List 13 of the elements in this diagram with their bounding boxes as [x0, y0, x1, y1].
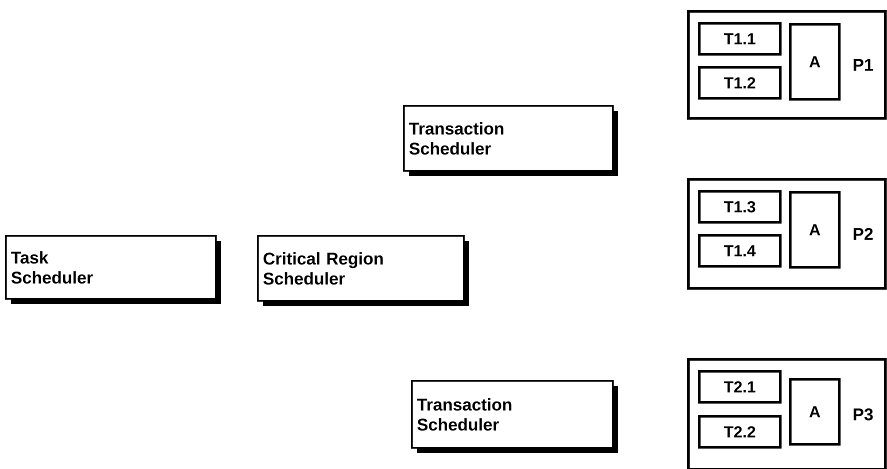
task-box: T2.1 [698, 370, 782, 404]
resource-box: A [789, 378, 841, 446]
task-box: T1.1 [698, 22, 782, 56]
scheduler-box: Transaction Scheduler [411, 380, 618, 453]
task-box: T1.3 [698, 190, 782, 224]
scheduler-box: Task Scheduler [5, 235, 221, 304]
task-box: T1.2 [698, 66, 782, 100]
task-box: T1.4 [698, 234, 782, 268]
resource-box: A [789, 23, 841, 101]
task-box: T2.2 [698, 415, 782, 449]
scheduler-box: Transaction Scheduler [403, 105, 618, 176]
scheduler-box: Critical Region Scheduler [257, 235, 469, 306]
resource-box: A [789, 191, 841, 269]
